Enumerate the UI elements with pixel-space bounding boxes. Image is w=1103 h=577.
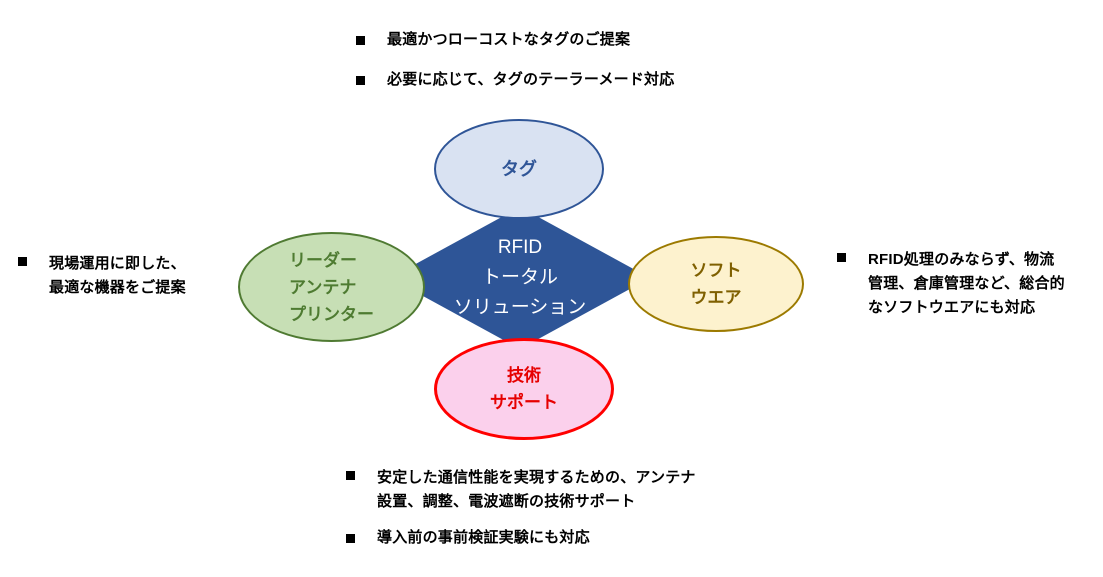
square-bullet-icon (837, 253, 846, 262)
bullet-text: 必要に応じて、タグのテーラーメード対応 (387, 71, 675, 88)
bullet-text: 安定した通信性能を実現するための、アンテナ 設置、調整、電波遮断の技術サポート (377, 469, 696, 510)
center-line: ソリューション (453, 297, 587, 318)
reader-bullet-list: 現場運用に即した、 最適な機器をご提案 (18, 252, 186, 300)
support-ellipse-label: 技術 サポート (490, 366, 558, 412)
tag-ellipse: タグ (434, 119, 604, 219)
list-item: RFID処理のみならず、物流 管理、倉庫管理など、総合的 なソフトウエアにも対応 (837, 248, 1065, 320)
reader-ellipse-label: リーダー アンテナ プリンター (289, 250, 374, 324)
support-ellipse: 技術 サポート (434, 338, 614, 440)
list-item: 安定した通信性能を実現するための、アンテナ 設置、調整、電波遮断の技術サポート (346, 466, 696, 514)
support-bullet-list: 安定した通信性能を実現するための、アンテナ 設置、調整、電波遮断の技術サポート … (346, 466, 696, 547)
center-diamond-label: RFID トータル ソリューション (454, 233, 587, 323)
bullet-text: RFID処理のみならず、物流 管理、倉庫管理など、総合的 なソフトウエアにも対応 (868, 251, 1065, 316)
list-item: 必要に応じて、タグのテーラーメード対応 (356, 71, 674, 89)
tag-ellipse-label: タグ (501, 159, 537, 179)
center-line: RFID (497, 237, 543, 258)
center-diamond: RFID トータル ソリューション (390, 207, 650, 349)
bullet-text: 最適かつローコストなタグのご提案 (387, 31, 631, 48)
software-ellipse-label: ソフト ウエア (690, 261, 742, 307)
bullet-text: 現場運用に即した、 最適な機器をご提案 (49, 255, 186, 296)
list-item: 導入前の事前検証実験にも対応 (346, 529, 696, 547)
list-item: 現場運用に即した、 最適な機器をご提案 (18, 252, 186, 300)
tag-bullet-list: 最適かつローコストなタグのご提案 必要に応じて、タグのテーラーメード対応 (356, 31, 674, 89)
software-bullet-list: RFID処理のみならず、物流 管理、倉庫管理など、総合的 なソフトウエアにも対応 (837, 248, 1065, 320)
list-item: 最適かつローコストなタグのご提案 (356, 31, 674, 49)
square-bullet-icon (356, 36, 365, 45)
square-bullet-icon (18, 257, 27, 266)
center-line: トータル (481, 267, 558, 288)
bullet-text: 導入前の事前検証実験にも対応 (377, 529, 590, 546)
square-bullet-icon (346, 534, 355, 543)
software-ellipse: ソフト ウエア (628, 236, 804, 332)
square-bullet-icon (346, 471, 355, 480)
square-bullet-icon (356, 76, 365, 85)
reader-ellipse: リーダー アンテナ プリンター (238, 232, 425, 342)
